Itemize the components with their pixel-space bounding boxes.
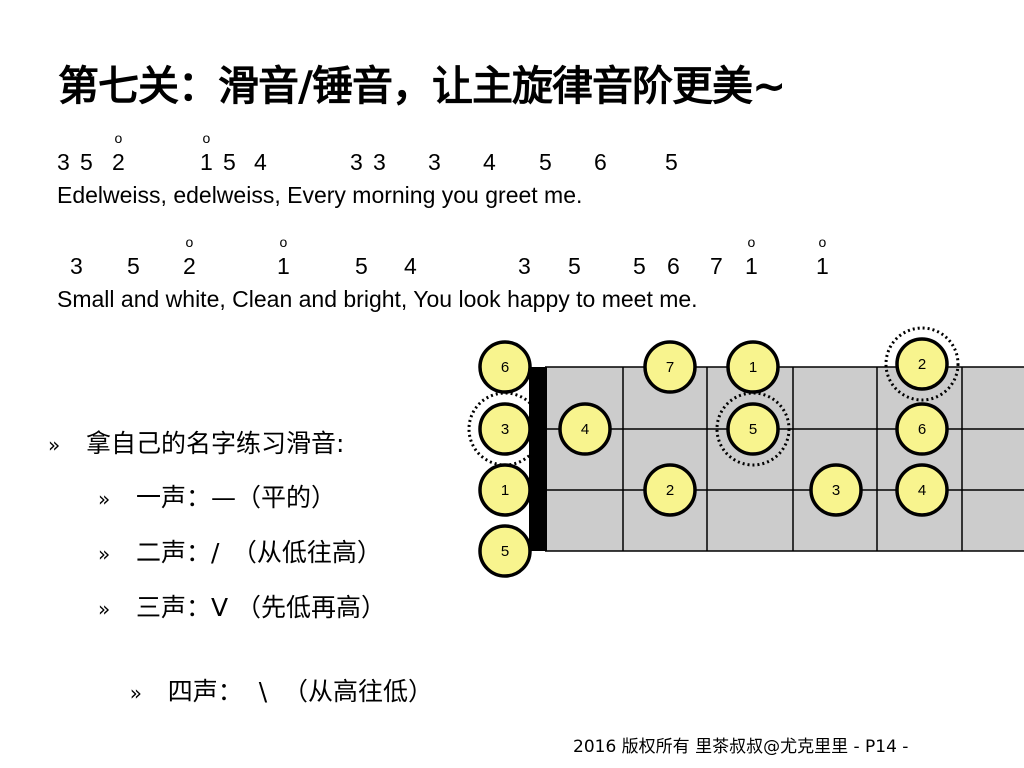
jianpu-note: 5 (127, 253, 140, 279)
jianpu-note: 5 (355, 253, 368, 279)
jianpu-note: 5 (665, 149, 678, 175)
jianpu-note: 3 (373, 149, 386, 175)
note-label: 2 (918, 356, 926, 373)
note-circle (478, 463, 532, 517)
jianpu-note: 3 (70, 253, 83, 279)
jianpu-note: 3 (350, 149, 363, 175)
jianpu-note: 5 (539, 149, 552, 175)
high-octave-dot: o (185, 234, 194, 250)
footer: 2016 版权所有 里茶叔叔@尤克里里 - P14 - (573, 737, 909, 757)
jianpu-note: 6 (667, 253, 680, 279)
note-circle (726, 402, 780, 456)
jianpu-note: 5 (633, 253, 646, 279)
jianpu-note: 4 (404, 253, 417, 279)
lyric-line-2: Small and white, Clean and bright, You l… (57, 286, 698, 312)
bullet-text: 二声：/ （从低往高） (136, 538, 382, 567)
bullet-marker: » (129, 681, 143, 705)
high-octave-dot: o (818, 234, 827, 250)
bullet-text: 四声： \ （从高往低） (167, 677, 434, 706)
note-label: 3 (832, 482, 840, 499)
note-circle (478, 524, 532, 578)
lyric-line-1: Edelweiss, edelweiss, Every morning you … (57, 182, 583, 208)
note-label: 7 (666, 359, 674, 376)
bullet-marker: » (98, 597, 111, 621)
bullet-text: 一声：—（平的） (136, 483, 337, 512)
jianpu-note: 5 (80, 149, 93, 175)
high-octave-dot: o (202, 130, 211, 146)
jianpu-note: 4 (483, 149, 496, 175)
bullet-tone-1: » 一声：—（平的） (98, 478, 336, 514)
note-label: 2 (666, 482, 674, 499)
note-label: 1 (749, 359, 757, 376)
note-circle (478, 340, 532, 394)
note-label: 3 (501, 421, 509, 438)
highlight-ring (884, 326, 960, 402)
bullet-marker: » (98, 542, 111, 566)
bullet-text: 三声：V （先低再高） (136, 593, 387, 622)
slide-title: 第七关：滑音/锤音，让主旋律音阶更美~ (58, 62, 786, 110)
note-circle (558, 402, 612, 456)
jianpu-note: 5 (223, 149, 236, 175)
note-circle (809, 463, 863, 517)
jianpu-note: 3 (518, 253, 531, 279)
jianpu-note: 3 (57, 149, 70, 175)
jianpu-note: 4 (254, 149, 267, 175)
bullet-text: 拿自己的名字练习滑音: (86, 429, 345, 458)
note-label: 5 (749, 421, 757, 438)
note-circle (478, 402, 532, 456)
high-octave-dot: o (747, 234, 756, 250)
jianpu-note: 7 (710, 253, 723, 279)
fretboard-body (545, 367, 1024, 551)
bullet-tone-4: » 四声： \ （从高往低） (98, 643, 433, 737)
note-circle (726, 340, 780, 394)
bullet-marker: » (48, 433, 61, 457)
note-circle (643, 340, 697, 394)
note-label: 1 (501, 482, 509, 499)
note-label: 5 (501, 543, 509, 560)
bullet-marker: » (98, 487, 111, 511)
highlight-ring (715, 391, 791, 467)
bullet-main: » 拿自己的名字练习滑音: (48, 424, 344, 460)
high-octave-dot: o (114, 130, 123, 146)
note-label: 6 (501, 359, 509, 376)
bullet-tone-2: » 二声：/ （从低往高） (98, 533, 382, 569)
jianpu-note: 5 (568, 253, 581, 279)
nut (529, 367, 547, 551)
note-circle (643, 463, 697, 517)
bullet-tone-3: » 三声：V （先低再高） (98, 588, 386, 624)
jianpu-note: 3 (428, 149, 441, 175)
note-circle (895, 402, 949, 456)
note-label: 4 (581, 421, 589, 438)
high-octave-dot: o (279, 234, 288, 250)
note-circle (895, 463, 949, 517)
jianpu-note: 6 (594, 149, 607, 175)
note-label: 4 (918, 482, 926, 499)
note-circle (895, 337, 949, 391)
note-label: 6 (918, 421, 926, 438)
